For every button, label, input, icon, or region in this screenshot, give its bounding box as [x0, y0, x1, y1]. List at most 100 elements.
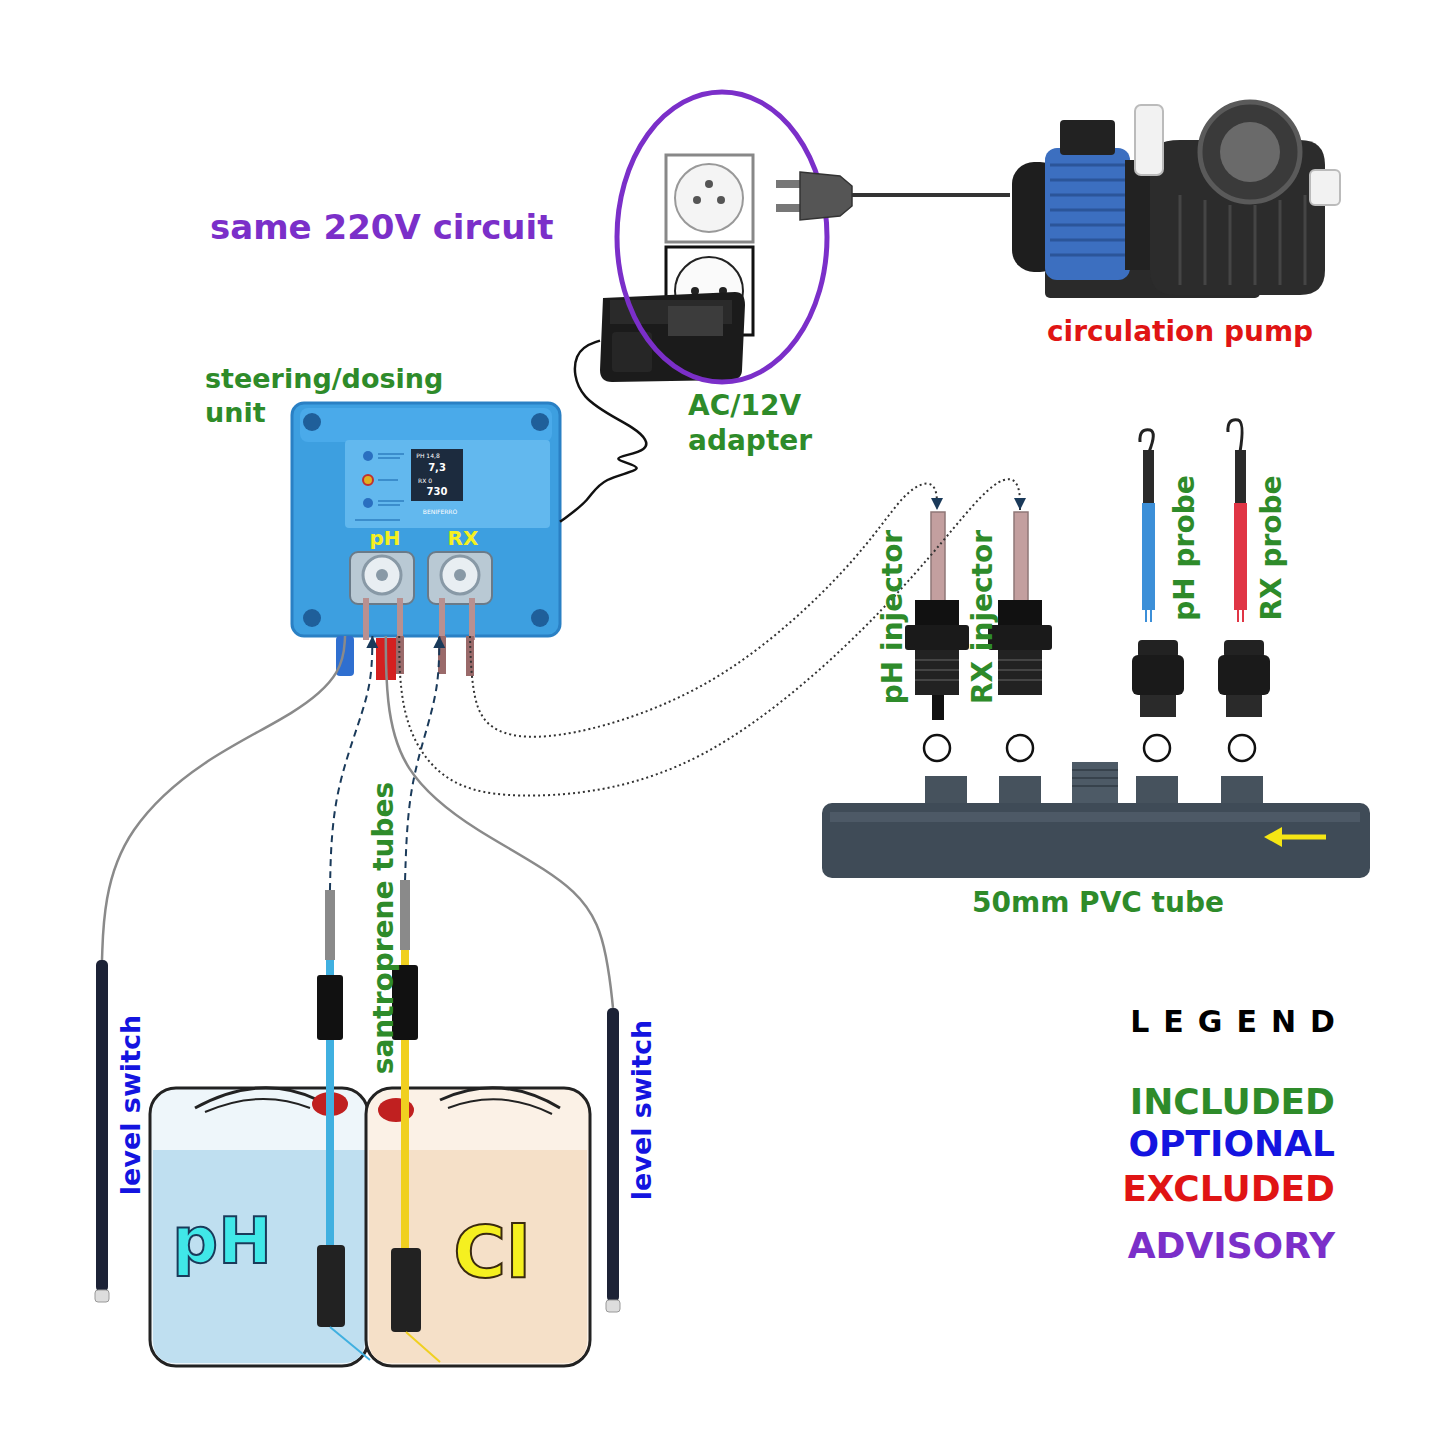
power-plug — [776, 180, 802, 188]
power-adapter — [600, 292, 745, 382]
o-ring — [924, 735, 950, 761]
injector-fitting — [905, 625, 969, 650]
controller-housing — [378, 457, 400, 459]
pump-illustration — [1050, 209, 1125, 212]
pump-illustration — [1220, 122, 1280, 182]
node-label: RX 0 — [418, 478, 432, 485]
ph-probe-drawing — [1140, 430, 1155, 622]
node-label: Cl — [453, 1211, 531, 1294]
suction-lance — [391, 1248, 421, 1332]
node-label: circulation pump — [1047, 316, 1313, 348]
advisory-ellipse — [617, 92, 827, 382]
controller-housing — [303, 609, 321, 627]
circulation-pump: circulation pump — [1010, 100, 1340, 315]
node-label: 7,3 — [428, 462, 446, 474]
ph-probe-drawing — [1142, 503, 1155, 610]
wall-socket — [693, 196, 701, 204]
legend-text: INCLUDED — [1130, 1081, 1335, 1122]
pump-illustration — [1200, 102, 1300, 202]
node-label: RX — [448, 527, 479, 550]
pvc-tube: 50mm PVC tube — [822, 762, 1370, 878]
power-adapter — [600, 292, 745, 382]
controller-housing — [531, 609, 549, 627]
power-plug — [776, 204, 802, 212]
controller-housing — [378, 453, 404, 455]
pump-illustration — [1229, 205, 1232, 285]
rx-probe-drawing — [1228, 420, 1242, 452]
switch-cable — [102, 636, 345, 960]
injector-fitting — [915, 650, 959, 695]
cable-gland — [1140, 695, 1176, 717]
cable-gland — [1218, 640, 1270, 717]
injector-fitting — [915, 659, 959, 661]
power-cable — [560, 341, 646, 522]
rx-probe-drawing — [1228, 420, 1247, 622]
rx-probe-drawing — [1235, 450, 1246, 505]
controller-housing — [428, 552, 492, 604]
pvc-pipe — [1264, 827, 1282, 847]
ph-probe-drawing — [1145, 610, 1147, 622]
pvc-pipe — [1072, 762, 1118, 808]
node-label: RX probe — [1256, 475, 1288, 620]
legend-swatch: ADVISORY — [1128, 1226, 1335, 1266]
level-switch-rod — [607, 1008, 619, 1302]
controller-housing — [378, 500, 404, 502]
node-label: same 220V circuit — [210, 208, 553, 247]
node-label: 50mm PVC tube — [972, 887, 1224, 919]
cable-gland — [1132, 655, 1184, 695]
dosing-tube — [399, 479, 1020, 795]
o-ring — [1229, 735, 1255, 761]
injector-fitting — [1014, 512, 1028, 602]
rx-probe-drawing — [1234, 503, 1247, 610]
node-label: steering/dosing unit — [205, 362, 485, 430]
advisory-ellipse — [617, 92, 827, 382]
node-label: RX injector — [967, 530, 999, 704]
pump-illustration — [1050, 194, 1125, 197]
suction-lance — [317, 890, 370, 1360]
pump-illustration — [1050, 164, 1125, 167]
wall-socket — [675, 164, 743, 232]
power-plug — [800, 172, 852, 220]
pvc-pipe — [830, 812, 1360, 822]
ph-canister-drawing — [150, 1088, 368, 1366]
controller-housing — [345, 440, 550, 528]
controller-housing — [441, 556, 479, 594]
tube-label: santroprene tubes — [368, 782, 400, 1074]
controller-housing — [397, 598, 403, 640]
wall-socket — [717, 196, 725, 204]
controller-housing — [411, 449, 463, 501]
power-cable — [852, 193, 1010, 197]
pump-illustration — [1310, 170, 1340, 205]
ph-canister-drawing — [205, 1099, 310, 1112]
injector: pH injector — [915, 510, 959, 725]
pump-illustration — [1304, 195, 1307, 285]
pump-illustration — [1012, 102, 1340, 298]
controller-housing — [439, 598, 445, 640]
power-plug — [776, 172, 852, 220]
legend-swatch: EXCLUDED — [1122, 1169, 1335, 1209]
cl-canister-drawing — [366, 1088, 590, 1366]
level-switch: level switch — [607, 1008, 619, 1313]
controller-housing — [355, 519, 400, 521]
node-label: 730 — [427, 486, 448, 498]
pump-illustration — [1050, 224, 1125, 227]
injector-fitting — [915, 679, 959, 681]
pvc-pipe — [822, 803, 1370, 878]
cable-gland — [1226, 695, 1262, 717]
suction-lance — [330, 1327, 370, 1360]
dosing-unit: steering/dosing unitPH 14,87,3RX 0730BEN… — [292, 403, 560, 636]
pvc-pipe — [1072, 777, 1118, 779]
cl-canister-drawing — [448, 1099, 552, 1114]
cable-gland — [1218, 655, 1270, 695]
controller-housing — [469, 598, 475, 640]
controller-housing — [378, 504, 400, 506]
controller-housing — [350, 552, 414, 604]
power-adapter — [668, 306, 723, 336]
pump-illustration — [1204, 200, 1207, 285]
legend-text: ADVISORY — [1128, 1225, 1335, 1266]
injector-fitting — [915, 669, 959, 671]
injector-fitting — [998, 669, 1042, 671]
probe: RX probe — [1225, 415, 1250, 625]
suction-lance — [400, 880, 410, 950]
legend-text: EXCLUDED — [1122, 1168, 1335, 1209]
